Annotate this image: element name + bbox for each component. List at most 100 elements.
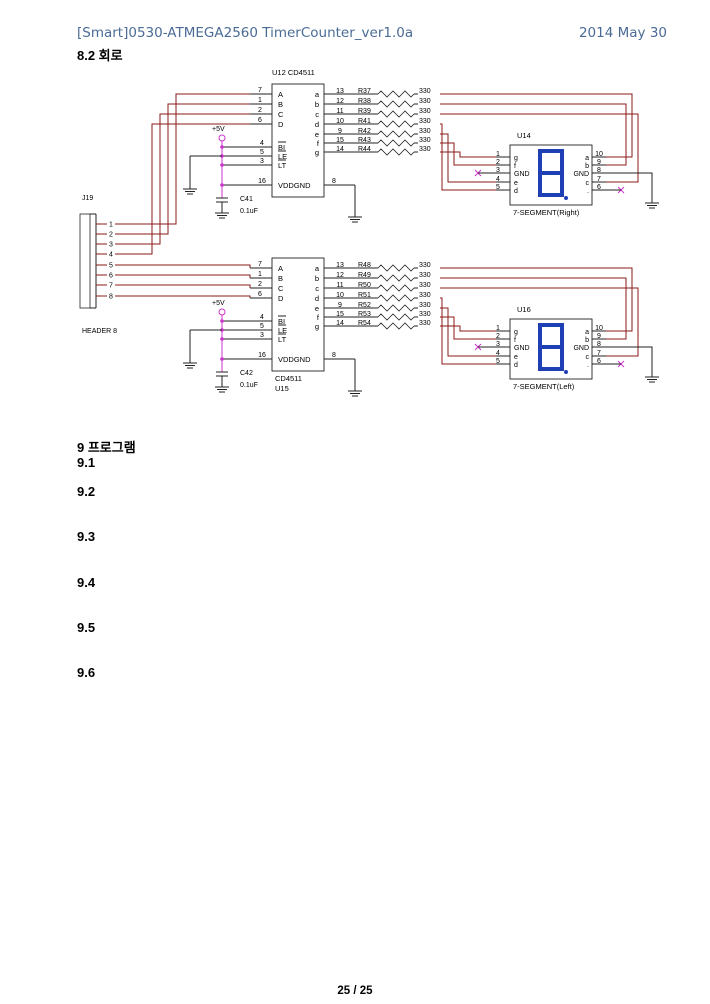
resistor-value: 330 xyxy=(419,262,431,269)
segment-pin-name: . xyxy=(587,362,589,369)
ic-pin-name: LE xyxy=(278,152,287,161)
resistor-value: 330 xyxy=(419,292,431,299)
ic-pin-name: VDDGND xyxy=(278,355,311,364)
decimal-point-icon xyxy=(564,370,568,374)
ic-pin-name: c xyxy=(315,110,319,119)
ic-pin-name: f xyxy=(317,139,320,148)
connector-name: HEADER 8 xyxy=(82,328,117,335)
ic-pin-number: 8 xyxy=(332,352,336,359)
resistor-ref: R50 xyxy=(358,282,371,289)
ic-pin-number: 14 xyxy=(336,320,344,327)
segment-pin-name: . xyxy=(587,188,589,195)
resistor-icon xyxy=(377,294,415,302)
ic-pin-number: 14 xyxy=(336,146,344,153)
resistor-ref: R38 xyxy=(358,98,371,105)
resistor-value: 330 xyxy=(419,137,431,144)
wire xyxy=(440,133,496,183)
wire xyxy=(440,123,496,191)
ic-pin-number: 1 xyxy=(258,271,262,278)
segment-ref: U16 xyxy=(517,305,531,314)
ic-ref: U15 xyxy=(275,384,289,393)
connector-pin-number: 8 xyxy=(109,294,113,301)
resistor-value: 330 xyxy=(419,88,431,95)
wire xyxy=(606,172,653,197)
vcc-label: +5V xyxy=(212,126,225,133)
segment-pin-name: b xyxy=(585,163,589,170)
wire xyxy=(115,284,251,288)
segment-pin-name: b xyxy=(585,337,589,344)
subsection-9-1: 9.1 xyxy=(77,455,96,470)
segment-pin-number: 5 xyxy=(496,358,500,365)
ic-pin-number: 12 xyxy=(336,98,344,105)
segment-pin-name: f xyxy=(514,337,516,344)
segment-pin-number: 5 xyxy=(496,184,500,191)
segment-pin-name: d xyxy=(514,188,518,195)
connector-pin-number: 6 xyxy=(109,273,113,280)
ic-pin-number: 7 xyxy=(258,261,262,268)
segment-pin-number: 10 xyxy=(595,151,603,158)
segment-pin-number: 9 xyxy=(597,159,601,166)
ic-pin-number: 9 xyxy=(338,128,342,135)
resistor-icon xyxy=(377,120,415,128)
resistor-value: 330 xyxy=(419,108,431,115)
segment-pin-name: g xyxy=(514,155,518,162)
segment-pin-number: 2 xyxy=(496,159,500,166)
ic-pin-number: 15 xyxy=(336,311,344,318)
segment-name: 7-SEGMENT(Left) xyxy=(513,382,575,391)
resistor-ref: R54 xyxy=(358,320,371,327)
document-title: [Smart]0530-ATMEGA2560 TimerCounter_ver1… xyxy=(77,25,414,41)
resistor-value: 330 xyxy=(419,320,431,327)
ic-pin-name: a xyxy=(315,264,320,273)
ic-pin-name: f xyxy=(317,313,320,322)
resistor-value: 330 xyxy=(419,146,431,153)
segment-pin-number: 8 xyxy=(597,341,601,348)
segment-pin-number: 1 xyxy=(496,325,500,332)
segment-pin-name: e xyxy=(514,354,518,361)
ic-pin-number: 3 xyxy=(260,332,264,339)
resistor-ref: R48 xyxy=(358,262,371,269)
ic-pin-number: 4 xyxy=(260,140,264,147)
wire xyxy=(115,274,251,278)
resistor-icon xyxy=(377,148,415,156)
segment-ref: U14 xyxy=(517,131,531,140)
resistor-icon xyxy=(377,100,415,108)
ic-pin-name: d xyxy=(315,294,319,303)
segment-pin-name: GND xyxy=(573,171,589,178)
subsection-9-2: 9.2 xyxy=(77,484,96,499)
digit-segment-icon xyxy=(538,171,564,197)
wire xyxy=(440,316,496,340)
connector-pin-number: 3 xyxy=(109,242,113,249)
header-connector xyxy=(79,213,91,309)
resistor-ref: R41 xyxy=(358,118,371,125)
segment-pin-name: e xyxy=(514,180,518,187)
ic-pin-name: A xyxy=(278,264,283,273)
resistor-value: 330 xyxy=(419,311,431,318)
wire xyxy=(440,103,627,166)
capacitor-ref: C42 xyxy=(240,370,253,377)
connector-pin-number: 7 xyxy=(109,283,113,290)
wire xyxy=(440,307,496,357)
resistor-value: 330 xyxy=(419,282,431,289)
capacitor-ref: C41 xyxy=(240,196,253,203)
segment-pin-name: g xyxy=(514,329,518,336)
resistor-icon xyxy=(377,264,415,272)
segment-pin-name: c xyxy=(586,180,590,187)
wire xyxy=(115,93,250,225)
segment-pin-number: 4 xyxy=(496,176,500,183)
ic-pin-name: g xyxy=(315,322,319,331)
ic-pin-name: VDDGND xyxy=(278,181,311,190)
wire xyxy=(440,151,496,158)
resistor-icon xyxy=(377,110,415,118)
ic-pin-number: 12 xyxy=(336,272,344,279)
ic-pin-name: C xyxy=(278,284,284,293)
connector-pin-number: 2 xyxy=(109,232,113,239)
ic-label: CD4511 xyxy=(275,374,302,383)
ic-pin-number: 16 xyxy=(258,178,266,185)
resistor-value: 330 xyxy=(419,98,431,105)
ic-pin-number: 11 xyxy=(336,282,343,289)
subsection-9-6: 9.6 xyxy=(77,665,96,680)
segment-pin-name: d xyxy=(514,362,518,369)
wire xyxy=(440,325,496,332)
resistor-ref: R51 xyxy=(358,292,371,299)
segment-pin-number: 9 xyxy=(597,333,601,340)
